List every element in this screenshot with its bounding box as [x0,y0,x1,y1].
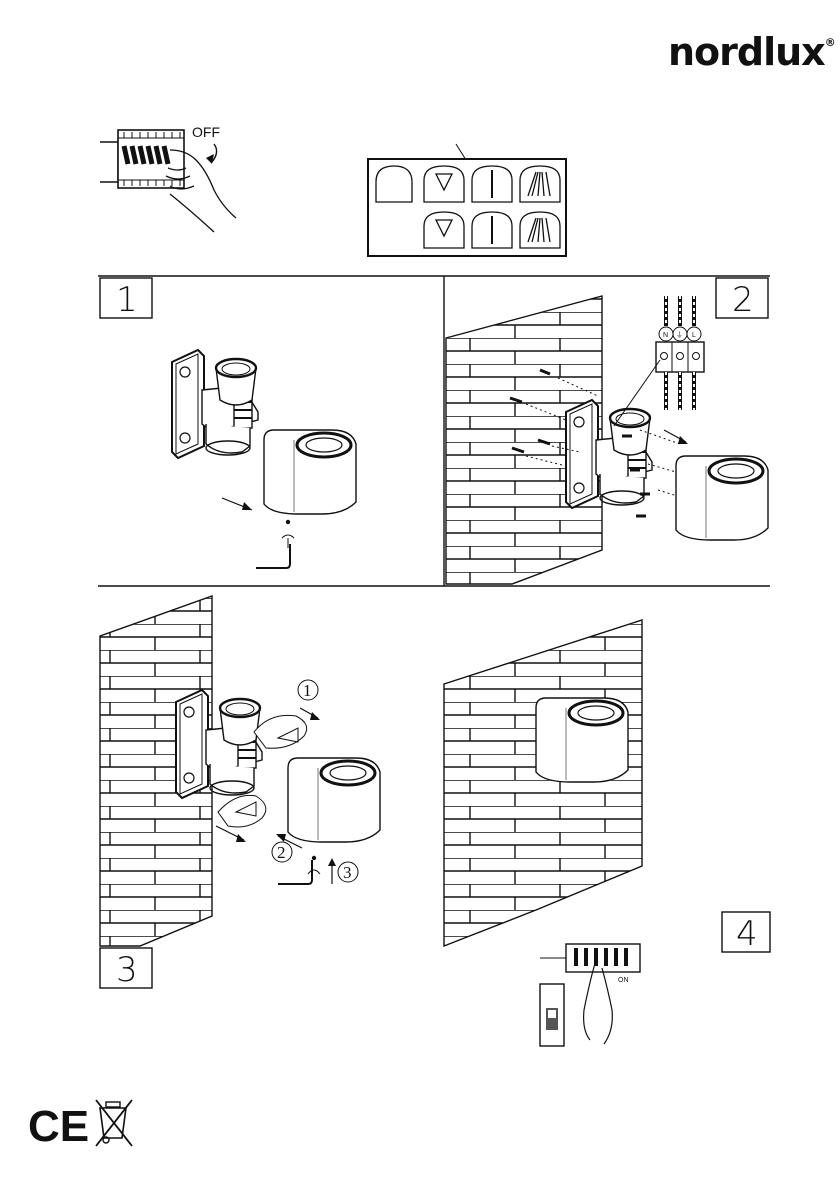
step-1-panel: 1 [100,278,356,568]
lamp-body [264,430,356,514]
on-label: ON [618,977,629,984]
step-2-panel: 2 N ⏚ L [446,278,768,584]
lamp-body [536,698,628,782]
ce-mark: CE [28,1102,89,1151]
gasket-top-icon [254,715,307,748]
off-label: OFF [192,124,220,140]
step-2-number: 2 [732,280,754,320]
wall-bracket [566,400,652,508]
sub-step-1: 1 [303,681,312,700]
sub-step-3: 3 [343,863,352,882]
sub-step-2: 2 [277,843,286,862]
ce-mark-text: CE [28,1102,89,1151]
step-1-number: 1 [116,280,138,320]
package-contents-box [368,144,566,256]
lamp-body [676,456,768,540]
terminal-earth-label: ⏚ [676,331,683,339]
breaker-on-illustration: ON [540,944,640,1046]
terminal-n-label: N [663,332,668,339]
wall-bracket [176,690,262,798]
wall-bracket [172,350,258,458]
breaker-off-illustration: OFF [100,124,236,232]
lamp-body [288,758,380,842]
allen-key-icon [256,544,290,568]
crossed-out-wheelie-bin-icon [96,1100,132,1146]
gasket-bottom-icon [218,795,266,827]
step-3-number: 3 [116,950,138,990]
brick-wall [444,620,642,946]
step-4-panel: 4 ON [444,620,770,1046]
terminal-l-label: L [692,332,696,339]
allen-key-icon [278,860,312,884]
step-3-panel: 3 1 2 3 [100,596,380,990]
terminal-block: N ⏚ L [614,296,704,426]
step-4-number: 4 [736,914,758,954]
